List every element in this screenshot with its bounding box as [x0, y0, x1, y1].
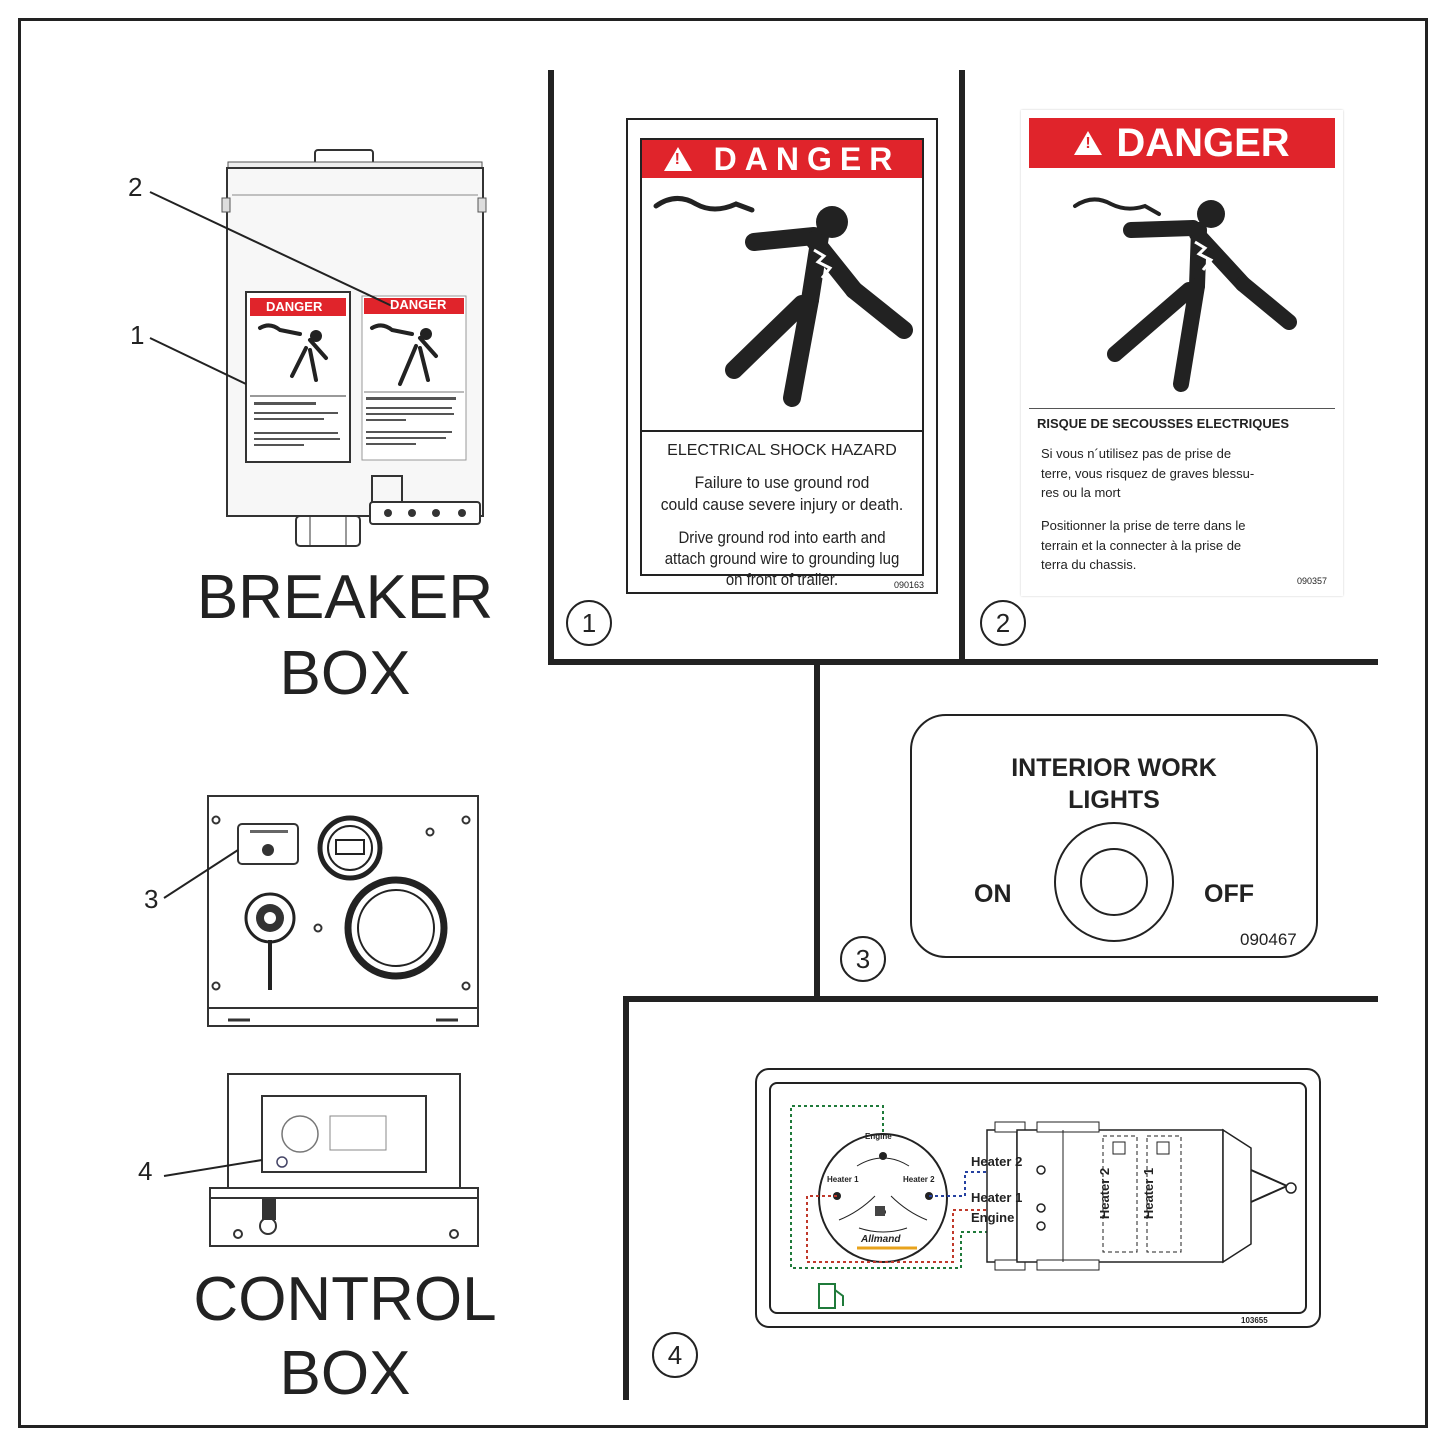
- control-box-title-line1: CONTROL: [193, 1265, 497, 1334]
- divider: [548, 70, 554, 665]
- hazard-text-line: could cause severe injury or death.: [660, 495, 904, 514]
- heater1-wire-label: Heater 1: [971, 1190, 1023, 1205]
- interior-work-lights-label: INTERIOR WORK LIGHTS ON OFF 090467: [910, 714, 1318, 958]
- danger-label-french: DANGER RISQUE DE SECOUSSES ELECTRIQUES S…: [1021, 110, 1343, 596]
- label-code: 090357: [1296, 576, 1327, 586]
- gauge-wiring-diagram: [790, 1105, 1297, 1309]
- label-code: 103655: [1241, 1316, 1268, 1325]
- switch-outer-ring: [1054, 822, 1174, 942]
- control-box-illustration: [163, 795, 479, 1247]
- danger-header: DANGER: [1029, 118, 1335, 168]
- electric-shock-figure-icon: [653, 196, 913, 407]
- label-title-line1: INTERIOR WORK: [1011, 754, 1217, 782]
- hazard-text-line: res ou la mort: [1041, 485, 1121, 500]
- hazard-title: ELECTRICAL SHOCK HAZARD: [667, 442, 897, 459]
- slot-heater1-label: Heater 1: [1141, 1167, 1157, 1220]
- on-label: ON: [974, 880, 1012, 908]
- gauge-engine-label: Engine: [865, 1132, 892, 1141]
- label-code: 090467: [1240, 930, 1297, 949]
- brand-logo: Allmand: [861, 1234, 901, 1245]
- divider: [642, 430, 922, 432]
- label-title-line2: LIGHTS: [1068, 786, 1160, 814]
- label-code: 090163: [893, 580, 924, 590]
- divider: [623, 996, 1378, 1002]
- danger-header: DANGER: [642, 140, 922, 178]
- electric-shock-figure-icon: [1073, 197, 1297, 392]
- warning-triangle-icon: [663, 147, 692, 171]
- slot-heater2-label: Heater 2: [1097, 1167, 1113, 1220]
- callout-2: 2: [128, 172, 143, 202]
- off-label: OFF: [1204, 880, 1254, 908]
- hazard-text-line: Failure to use ground rod: [694, 473, 870, 492]
- breaker-box-illustration: [149, 149, 487, 547]
- engine-wire-label: Engine: [971, 1210, 1015, 1225]
- warning-triangle-icon: [1074, 131, 1103, 155]
- panel-number: 1: [566, 600, 612, 646]
- hazard-text-line: Drive ground rod into earth and: [678, 528, 886, 547]
- switch-knob-icon: [1080, 848, 1148, 916]
- panel-number: 3: [840, 936, 886, 982]
- panel-number: 4: [652, 1332, 698, 1378]
- hazard-text-line: terrain et la connecter à la prise de: [1041, 538, 1242, 553]
- hazard-text-line: Positionner la prise de terre dans le: [1041, 518, 1246, 533]
- danger-label-english: DANGER ELECTRICAL SHOCK HAZARD Failure t…: [626, 118, 938, 594]
- gauge-diagram-label: Engine Heater 1 Heater 2 Allmand Heater …: [755, 1068, 1321, 1328]
- hazard-text-line: terre, vous risquez de graves blessu-: [1041, 466, 1255, 481]
- hazard-text-line: Si vous n´utilisez pas de prise de: [1041, 446, 1232, 461]
- breaker-box-title-line1: BREAKER: [196, 563, 494, 632]
- mini-danger-right: DANGER: [390, 297, 447, 312]
- panel-number: 2: [980, 600, 1026, 646]
- mini-danger-left: DANGER: [266, 299, 323, 314]
- divider: [623, 996, 629, 1400]
- breaker-box-title-line2: BOX: [279, 639, 411, 708]
- callout-3: 3: [144, 884, 159, 914]
- hazard-text-line: terra du chassis.: [1041, 557, 1137, 572]
- gauge-heater2-label: Heater 2: [903, 1175, 935, 1184]
- hazard-text-line: attach ground wire to grounding lug: [664, 549, 900, 568]
- hazard-title: RISQUE DE SECOUSSES ELECTRIQUES: [1037, 416, 1290, 431]
- callout-1: 1: [130, 320, 145, 350]
- heater2-wire-label: Heater 2: [971, 1154, 1023, 1169]
- control-box-title-line2: BOX: [279, 1339, 411, 1408]
- divider: [959, 70, 965, 665]
- gauge-heater1-label: Heater 1: [827, 1175, 859, 1184]
- callout-4: 4: [138, 1156, 153, 1186]
- hazard-text-line: on front of trailer.: [725, 570, 839, 589]
- divider: [814, 659, 820, 999]
- divider: [1029, 408, 1335, 409]
- outer-frame: [18, 18, 1428, 1428]
